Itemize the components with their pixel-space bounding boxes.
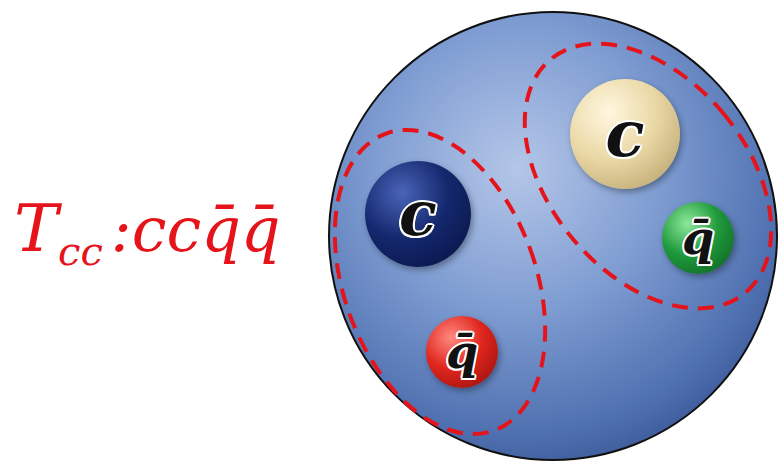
- quark-ball: q̄: [426, 316, 498, 388]
- dashed-pair: [475, 0, 781, 355]
- quark-ball: c: [570, 79, 680, 189]
- formula-text: :ccq̄q̄: [111, 193, 281, 266]
- quark-label: q̄: [682, 215, 714, 261]
- subscript: cc: [58, 228, 103, 274]
- quark-label: q̄: [446, 329, 478, 375]
- formula-label: Tcc:ccq̄q̄: [14, 196, 281, 262]
- quark-label: c: [606, 102, 645, 166]
- dashed-pair: [296, 101, 584, 464]
- formula-text: T: [14, 190, 58, 267]
- quark-label: c: [399, 183, 437, 245]
- quark-ball: c: [365, 161, 471, 267]
- quark-ball: q̄: [662, 202, 734, 274]
